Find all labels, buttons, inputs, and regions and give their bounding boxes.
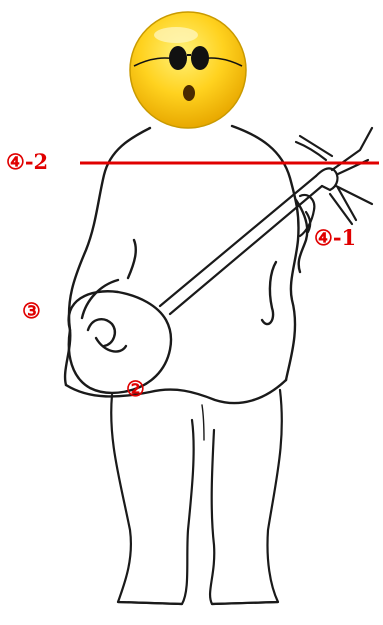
left-forearm: [82, 280, 118, 318]
label-4-2: ④-2: [6, 151, 48, 172]
peg-4-edge: [338, 188, 356, 220]
left-leg: [111, 395, 193, 604]
right-arm-fold: [262, 262, 276, 324]
headstock: [316, 168, 337, 190]
left-arm-fold: [128, 240, 136, 278]
left-body-edge: [65, 128, 150, 385]
right-lens: [191, 46, 209, 70]
mouth: [183, 85, 195, 101]
leg-gap: [202, 405, 204, 440]
torso: [65, 126, 307, 403]
plucking-hand: [88, 319, 115, 346]
right-leg: [210, 390, 282, 604]
neck-bottom-edge: [170, 186, 322, 314]
shamisen-head: [296, 128, 372, 224]
peg-1: [296, 142, 326, 160]
legs: [111, 390, 282, 604]
emoji-face-icon: [130, 12, 246, 128]
neck-top-edge: [160, 176, 316, 306]
label-3: ③: [22, 300, 41, 321]
fretting-hand: [300, 195, 314, 236]
label-2: ②: [126, 378, 145, 399]
shamisen-body: [69, 291, 171, 393]
drum-outline: [69, 291, 171, 393]
label-4-1: ④-1: [314, 227, 356, 248]
plectrum: [96, 338, 126, 352]
left-lens: [169, 46, 187, 70]
face-highlight: [154, 27, 198, 43]
left-foot: [118, 602, 182, 604]
right-foot: [212, 602, 278, 604]
